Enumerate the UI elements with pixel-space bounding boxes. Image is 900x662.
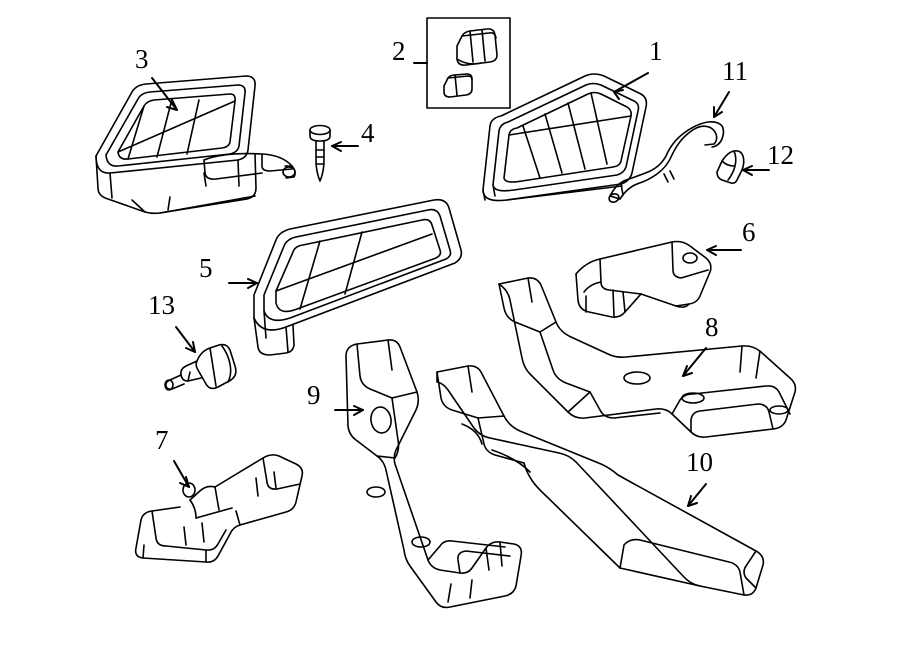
part-11-hose	[608, 121, 725, 203]
part-2-inset-box	[426, 17, 511, 109]
part-13-sensor	[164, 343, 237, 391]
callout-11: 11	[722, 56, 748, 86]
part-3-left-vent	[95, 75, 296, 215]
callout-13: 13	[148, 290, 175, 320]
callout-2: 2	[392, 36, 406, 66]
part-9-center-floor-duct	[345, 339, 523, 609]
part-10-large-duct	[436, 365, 765, 596]
callout-5: 5	[199, 253, 213, 283]
callout-12: 12	[767, 140, 794, 170]
part-1-right-vent	[482, 73, 648, 202]
callout-8: 8	[705, 312, 719, 342]
callout-10: 10	[686, 447, 713, 477]
callout-3: 3	[135, 44, 149, 74]
part-6-bracket	[575, 240, 712, 318]
part-12-clip	[716, 150, 745, 184]
callout-7: 7	[155, 425, 169, 455]
callout-6: 6	[742, 217, 756, 247]
callout-9: 9	[307, 380, 321, 410]
part-5-center-duct	[253, 198, 463, 356]
part-7-left-duct	[134, 454, 304, 563]
callout-leaders	[151, 62, 770, 507]
part-4-screw	[309, 124, 331, 182]
callout-1: 1	[649, 36, 663, 66]
callout-4: 4	[361, 118, 375, 148]
part-8-right-floor-duct	[498, 277, 797, 438]
